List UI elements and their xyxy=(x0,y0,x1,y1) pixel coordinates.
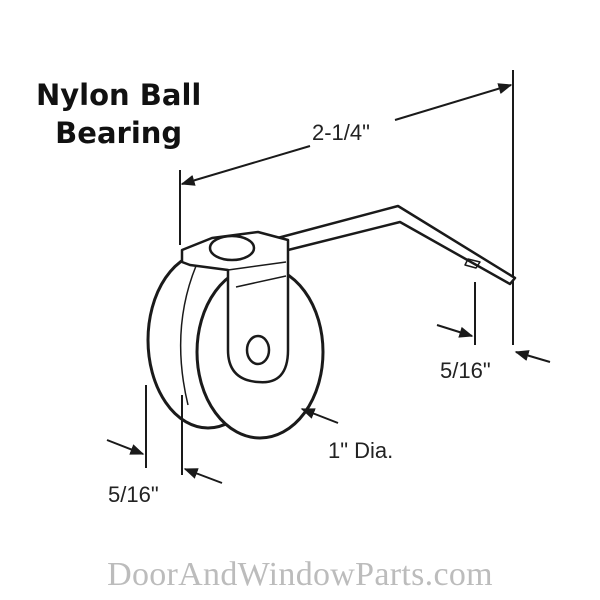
wheel-width-dimension xyxy=(106,385,223,484)
title-line-2: Bearing xyxy=(55,116,183,150)
bracket-width-dimension xyxy=(436,282,551,363)
overall-length-dimension xyxy=(179,70,514,345)
wheel-diameter-label: 1" Dia. xyxy=(328,438,394,463)
bracket-width-label: 5/16" xyxy=(440,358,491,383)
bracket-arm xyxy=(180,204,517,384)
wheel-width-label: 5/16" xyxy=(108,482,159,507)
product-title: Nylon Ball Bearing xyxy=(36,76,201,152)
title-line-1: Nylon Ball xyxy=(36,78,202,112)
diameter-pointer xyxy=(300,408,339,424)
overall-length-label: 2-1/4" xyxy=(312,120,370,145)
watermark-text: DoorAndWindowParts.com xyxy=(107,556,493,593)
